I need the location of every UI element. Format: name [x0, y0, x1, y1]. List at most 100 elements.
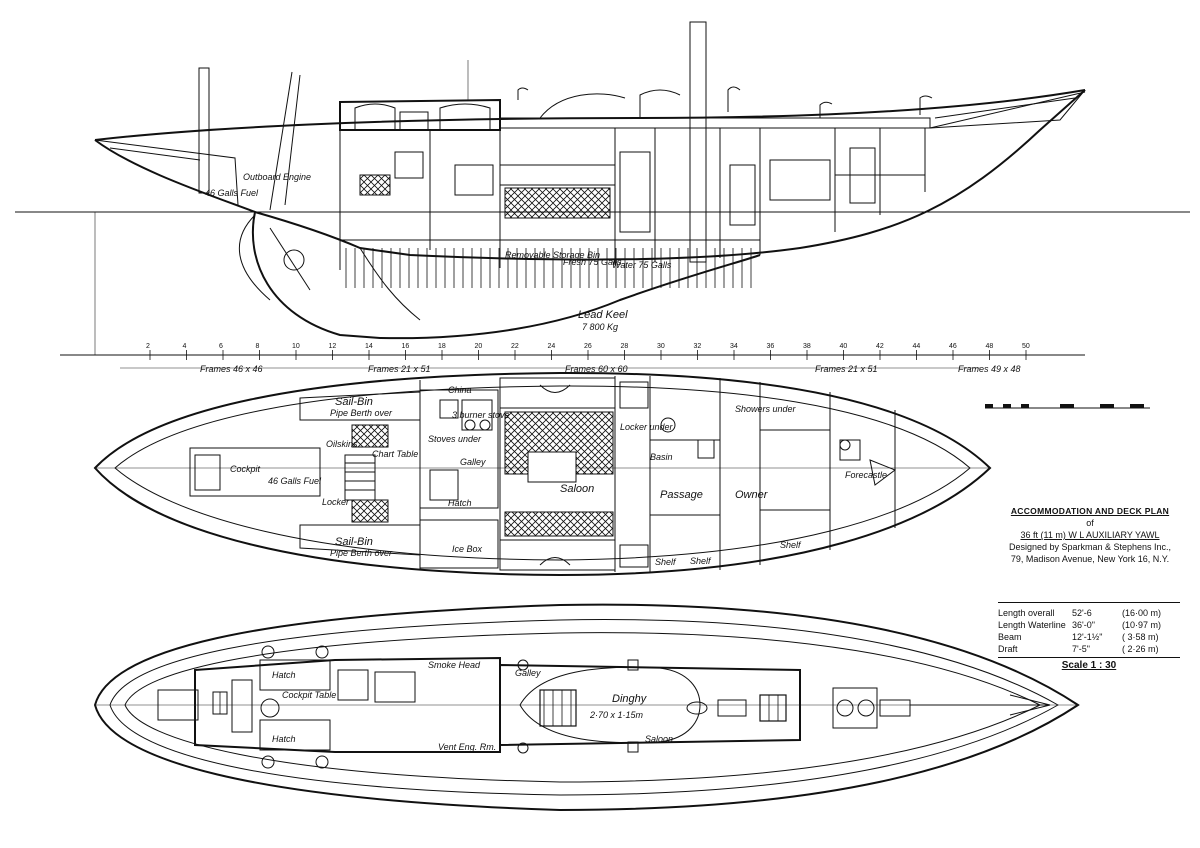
station-number: 30 — [657, 343, 665, 350]
label-pipe-berth-top: Pipe Berth over — [330, 408, 393, 418]
deck-plan: Hatch Cockpit Table Hatch Smoke Head Gal… — [93, 603, 1080, 812]
station-number: 44 — [913, 343, 921, 350]
station-number: 34 — [730, 343, 738, 350]
station-number: 38 — [803, 343, 811, 350]
station-number: 32 — [694, 343, 702, 350]
label-lead-keel: Lead Keel — [578, 309, 628, 321]
label-frames-4: Frames 21 x 51 — [815, 364, 878, 374]
drawing-title-of: of — [1086, 518, 1094, 528]
skylight-fwd — [759, 694, 787, 722]
label-dinghy-size: 2·70 x 1·15m — [589, 710, 644, 720]
designer-address: 79, Madison Avenue, New York 16, N.Y. — [1010, 554, 1170, 564]
station-number: 10 — [292, 343, 300, 350]
label-frames-1: Frames 46 x 46 — [200, 364, 263, 374]
label-outboard-engine: Outboard Engine — [243, 172, 311, 182]
label-fuel-profile: 46 Galls Fuel — [205, 188, 259, 198]
station-number: 14 — [365, 343, 373, 350]
label-lead-keel-weight: 7 800 Kg — [582, 322, 618, 332]
label-cockpit-table: Cockpit Table — [282, 690, 336, 700]
label-removable-bin: Removable Storage Bin — [505, 250, 600, 260]
station-number: 48 — [986, 343, 994, 350]
accommodation-plan: Sail-Bin Pipe Berth over Sail-Bin Pipe B… — [93, 371, 992, 577]
deck-hull-outline — [93, 603, 1080, 812]
station-number: 16 — [402, 343, 410, 350]
label-fuel-plan: 46 Galls Fuel — [268, 476, 322, 486]
label-frames-3: Frames 60 x 60 — [565, 364, 628, 374]
label-passage: Passage — [660, 489, 703, 501]
label-pipe-berth-bottom: Pipe Berth over — [330, 548, 393, 558]
label-cockpit-plan: Cockpit — [230, 464, 261, 474]
label-hatch-top: Hatch — [272, 670, 296, 680]
label-owner: Owner — [735, 489, 769, 501]
label-locker: Locker — [322, 497, 350, 507]
saloon-settee-profile — [504, 187, 611, 219]
label-shelf-2: Shelf — [690, 556, 712, 566]
station-number: 42 — [876, 343, 884, 350]
station-number: 28 — [621, 343, 629, 350]
label-fresh: Fresh 75 Galls — [563, 257, 622, 267]
label-frames-5: Frames 49 x 48 — [958, 364, 1021, 374]
station-number: 12 — [329, 343, 337, 350]
plan-cockpit — [189, 447, 321, 497]
label-locker-under: Locker under — [620, 422, 674, 432]
hatch-top — [259, 659, 331, 691]
label-basin: Basin — [650, 452, 673, 462]
label-shelf-3: Shelf — [780, 540, 802, 550]
station-number: 46 — [949, 343, 957, 350]
title-block: ACCOMMODATION AND DECK PLAN of 36 ft (11… — [990, 505, 1190, 565]
propeller-icon — [283, 249, 305, 271]
label-water: Water 75 Galls — [612, 260, 672, 270]
drawing-scale: Scale 1 : 30 — [1061, 660, 1117, 671]
drawing-title: ACCOMMODATION AND DECK PLAN — [1010, 506, 1170, 516]
label-sail-bin-bottom: Sail-Bin — [335, 536, 373, 548]
label-smoke-head: Smoke Head — [428, 660, 481, 670]
station-number: 20 — [475, 343, 483, 350]
label-stoves-under: Stoves under — [428, 434, 482, 444]
label-hatch-bottom: Hatch — [272, 734, 296, 744]
dimension-row: Beam 12'-1½" ( 3·58 m) — [998, 632, 1159, 642]
foredeck-hatch — [832, 687, 878, 729]
label-china: China — [448, 385, 472, 395]
graphic-scale-bar — [985, 404, 1150, 409]
rudder — [239, 214, 271, 301]
station-number: 50 — [1022, 343, 1030, 350]
dimension-row: Draft 7'-5" ( 2·26 m) — [998, 644, 1159, 654]
label-sail-bin-top: Sail-Bin — [335, 396, 373, 408]
label-galley-deck: Galley — [515, 668, 541, 678]
deckhouse — [194, 656, 501, 753]
label-showers-under: Showers under — [735, 404, 797, 414]
label-saloon-deck: Saloon — [645, 734, 673, 744]
station-number: 40 — [840, 343, 848, 350]
station-number: 22 — [511, 343, 519, 350]
station-number: 26 — [584, 343, 592, 350]
dimension-row: Length overall 52'-6 (16·00 m) — [998, 608, 1162, 618]
label-frames-2: Frames 21 x 51 — [368, 364, 431, 374]
hatch-bottom — [259, 719, 331, 751]
station-number: 6 — [219, 343, 223, 350]
station-number: 2 — [146, 343, 150, 350]
dinghy-outline — [519, 666, 701, 744]
station-number: 8 — [256, 343, 260, 350]
label-ice-box: Ice Box — [452, 544, 483, 554]
label-chart-table: Chart Table — [372, 449, 418, 459]
station-number: 24 — [548, 343, 556, 350]
label-oilskins: Oilskins — [326, 439, 358, 449]
main-mast — [689, 21, 707, 263]
dimension-row: Length Waterline 36'-0" (10·97 m) — [998, 620, 1162, 630]
label-saloon-plan: Saloon — [560, 483, 594, 495]
label-shelf-1: Shelf — [655, 557, 677, 567]
profile-view: Outboard Engine 46 Galls Fuel Removable … — [15, 21, 1190, 355]
designer-line: Designed by Sparkman & Stephens Inc., — [1008, 542, 1172, 552]
station-number: 18 — [438, 343, 446, 350]
label-dinghy: Dinghy — [612, 693, 648, 705]
skylight-aft — [539, 689, 577, 727]
station-number: 36 — [767, 343, 775, 350]
label-burner-stove: 3 burner stove — [452, 410, 510, 420]
interior-bulkheads — [339, 128, 926, 270]
label-galley-plan: Galley — [460, 457, 486, 467]
label-vent-eng-rm: Vent Eng. Rm. — [438, 742, 496, 752]
mizzen-mast — [198, 67, 210, 194]
principal-dimensions: Length overall 52'-6 (16·00 m) Length Wa… — [998, 602, 1180, 671]
